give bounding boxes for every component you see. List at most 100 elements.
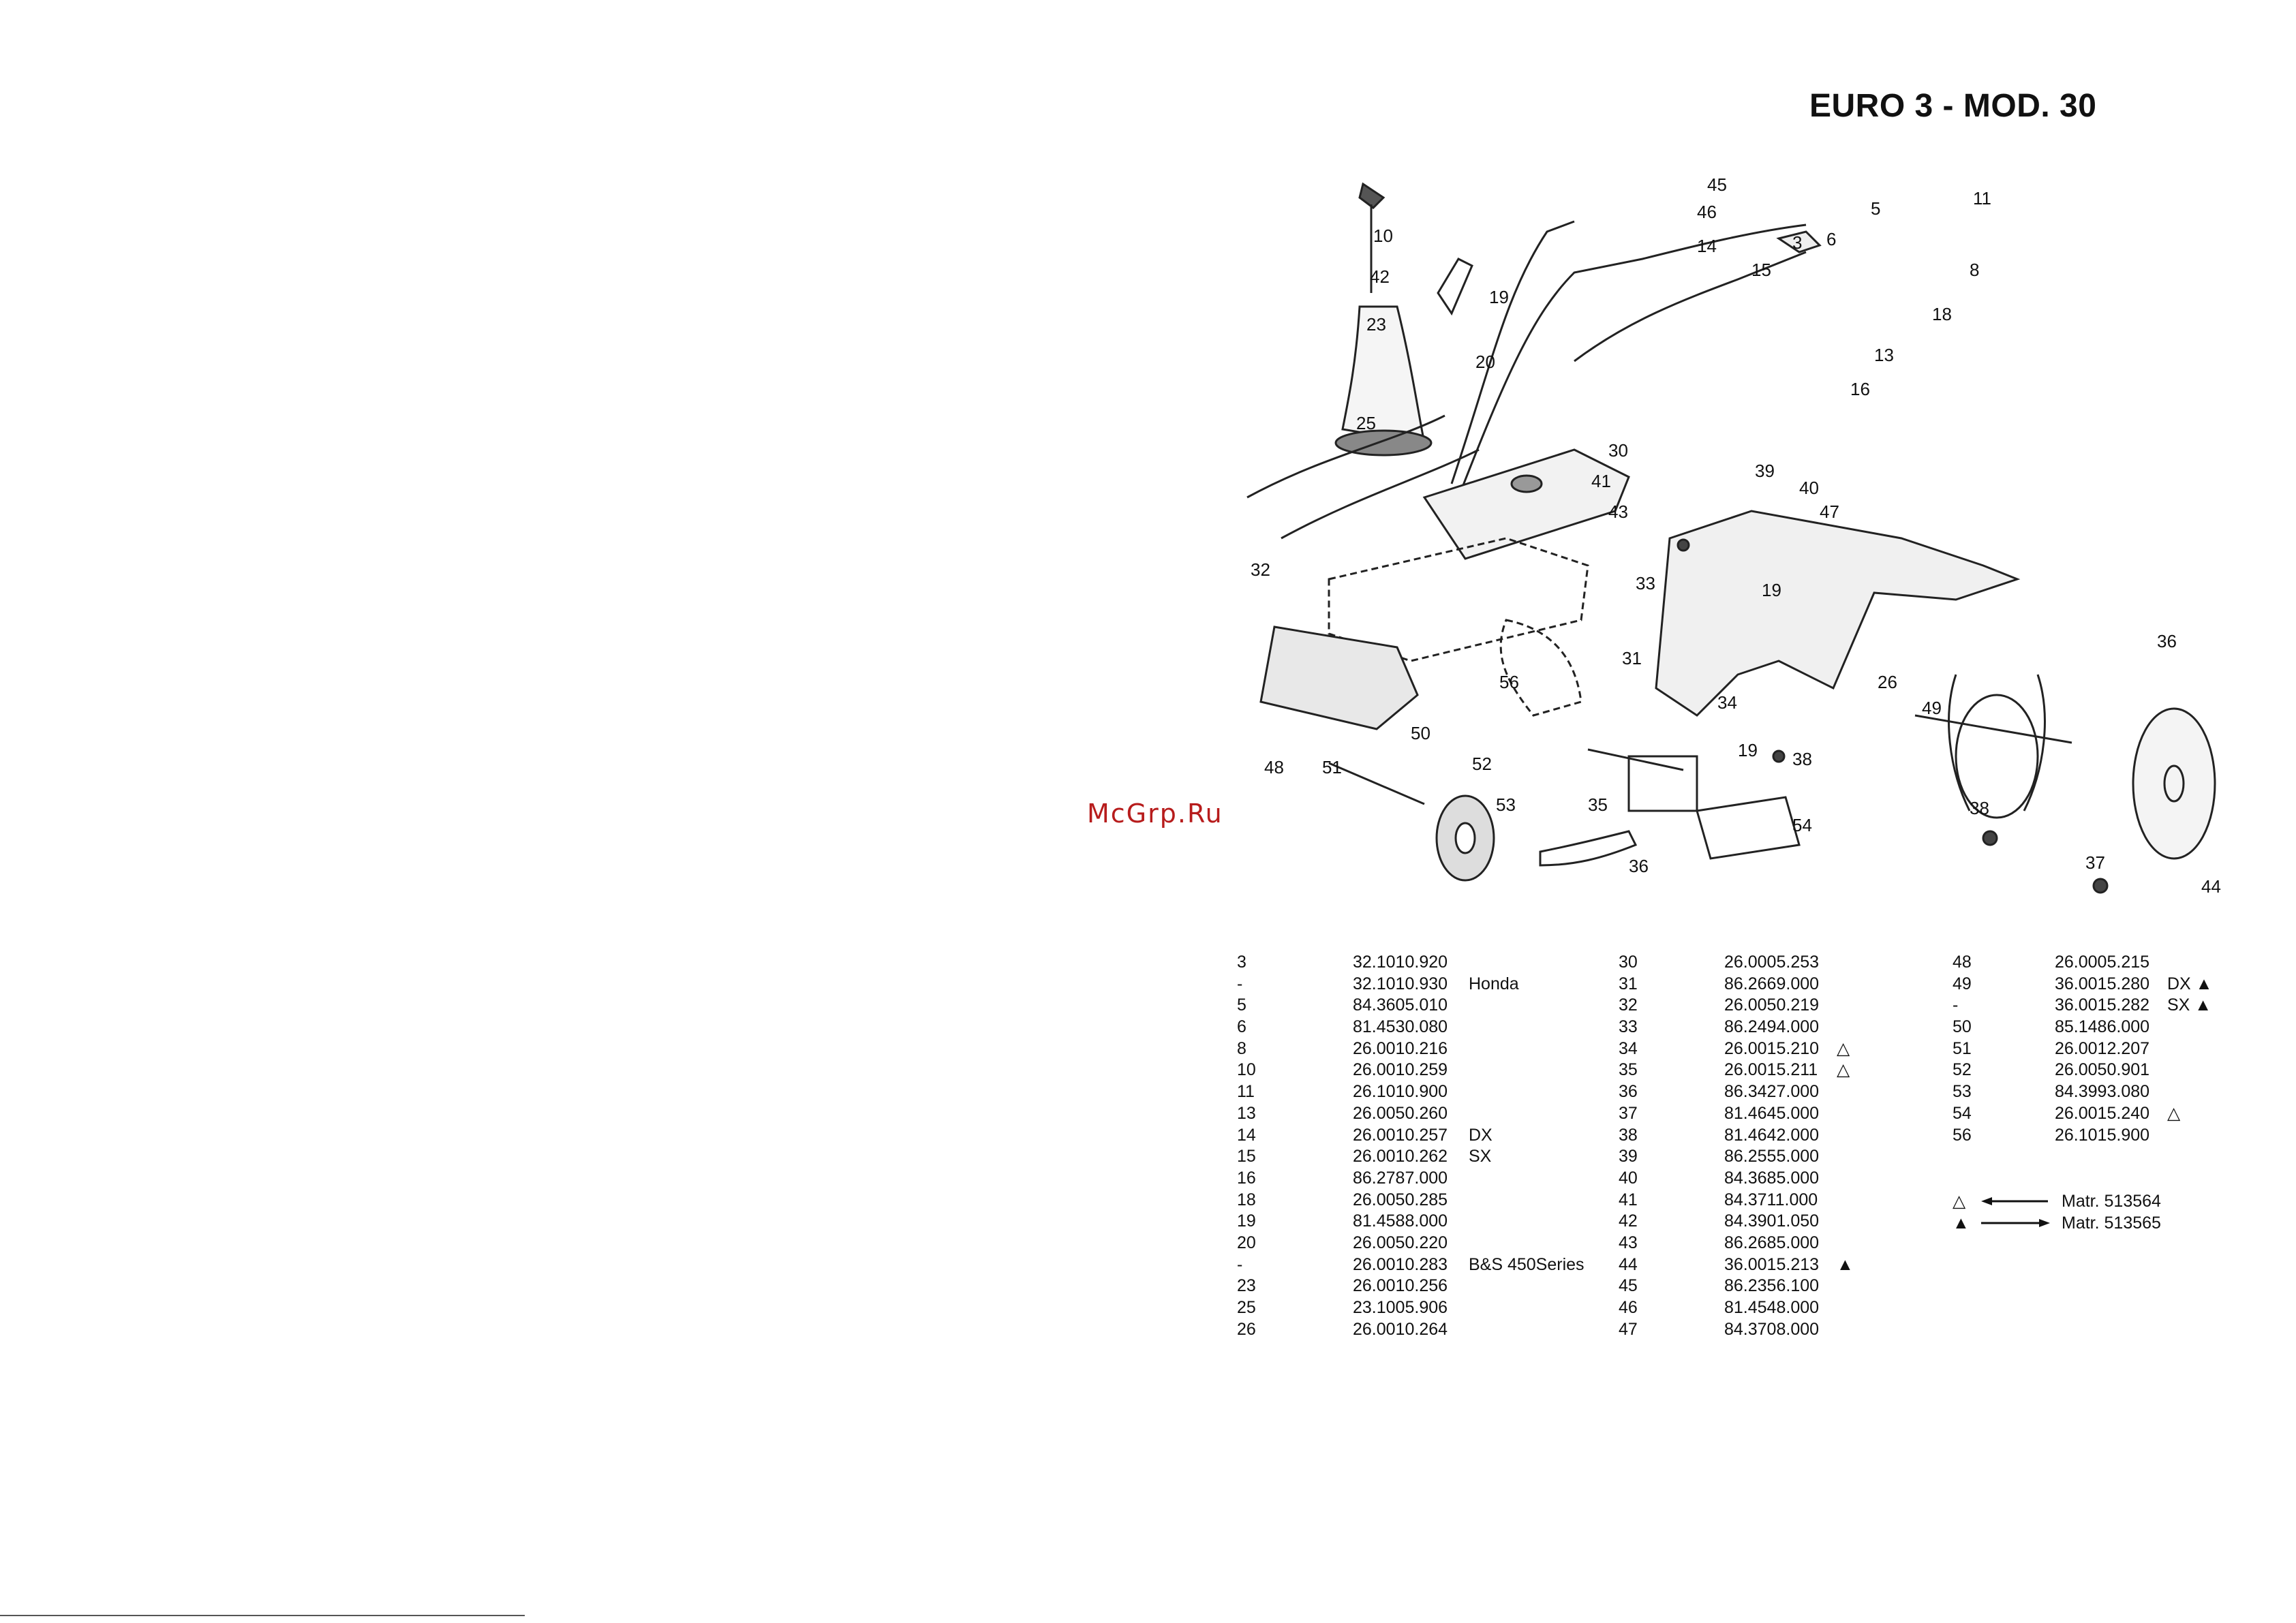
table-row: 47 84.3708.000 bbox=[1619, 1319, 1939, 1341]
part-code: 32.1010.920 bbox=[1353, 953, 1448, 972]
part-code: 84.3901.050 bbox=[1724, 1211, 1820, 1231]
divider bbox=[0, 1615, 525, 1616]
part-code: ▲ bbox=[1837, 1254, 1854, 1274]
callout: 38 bbox=[1970, 798, 1989, 818]
part-code: △ bbox=[1837, 1060, 1850, 1080]
table-row: 13 26.0050.260 bbox=[1237, 1103, 1619, 1125]
callout: 48 bbox=[1264, 757, 1284, 777]
part-number: 54 bbox=[1953, 1103, 1972, 1123]
callout: 18 bbox=[1932, 304, 1952, 324]
part-number: 20 bbox=[1237, 1233, 1256, 1252]
arrow-left-icon bbox=[1981, 1197, 2048, 1205]
part-code: 81.4645.000 bbox=[1724, 1103, 1820, 1123]
table-row: 35 26.0015.211 △ bbox=[1619, 1060, 1939, 1081]
part-number: 47 bbox=[1619, 1319, 1638, 1339]
part-code: 26.0015.211 bbox=[1724, 1060, 1818, 1080]
callout: 51 bbox=[1322, 757, 1342, 777]
page-title: EURO 3 - MOD. 30 bbox=[1809, 88, 2097, 124]
table-row: 23 26.0010.256 bbox=[1237, 1276, 1619, 1297]
callout: 33 bbox=[1636, 573, 1655, 593]
legend-row: △ Matr. 513564 bbox=[1953, 1190, 2239, 1212]
callout: 54 bbox=[1792, 815, 1812, 835]
part-number: 49 bbox=[1953, 974, 1972, 993]
part-code: 26.0050.901 bbox=[2055, 1060, 2150, 1080]
part-number: 44 bbox=[1619, 1254, 1638, 1274]
legend: △ Matr. 513564 ▲ Matr. 513565 bbox=[1953, 1190, 2239, 1238]
part-code: 26.0050.285 bbox=[1353, 1190, 1448, 1209]
part-number: 51 bbox=[1953, 1038, 1972, 1058]
callout: 46 bbox=[1697, 202, 1717, 222]
part-code: 86.2685.000 bbox=[1724, 1233, 1820, 1252]
callout: 11 bbox=[1973, 188, 1991, 208]
callout: 14 bbox=[1697, 236, 1717, 256]
part-code: SX bbox=[1469, 1147, 1492, 1166]
callout: 35 bbox=[1588, 794, 1608, 815]
callout: 32 bbox=[1251, 559, 1270, 580]
part-number: 53 bbox=[1953, 1082, 1972, 1102]
part-number: 23 bbox=[1237, 1276, 1256, 1296]
part-code: 36.0015.282 bbox=[2055, 995, 2150, 1015]
part-code: 26.0050.260 bbox=[1353, 1103, 1448, 1123]
part-code: 84.3605.010 bbox=[1353, 995, 1448, 1015]
part-code: 26.0010.257 bbox=[1353, 1125, 1448, 1145]
part-code: 26.0010.256 bbox=[1353, 1276, 1448, 1296]
part-number: 35 bbox=[1619, 1060, 1638, 1080]
exploded-diagram: 45 46 14 3 5 6 11 8 18 10 42 23 19 20 15… bbox=[1246, 174, 2221, 897]
part-code: 86.3427.000 bbox=[1724, 1082, 1820, 1102]
part-number: 14 bbox=[1237, 1125, 1256, 1145]
callout: 25 bbox=[1356, 413, 1376, 433]
part-code: △ bbox=[2167, 1103, 2181, 1123]
part-code: △ bbox=[1837, 1038, 1850, 1058]
part-number: - bbox=[1953, 995, 1959, 1015]
callout: 30 bbox=[1608, 440, 1628, 461]
callout: 8 bbox=[1970, 260, 1979, 280]
part-number: 13 bbox=[1237, 1103, 1256, 1123]
part-code: 26.0005.215 bbox=[2055, 953, 2150, 972]
callout: 39 bbox=[1755, 461, 1775, 481]
part-number: 31 bbox=[1619, 974, 1638, 993]
part-code: 86.2787.000 bbox=[1353, 1168, 1448, 1188]
watermark-text: McGrp.Ru bbox=[1087, 799, 1223, 829]
callout: 34 bbox=[1717, 692, 1737, 713]
filled-triangle-icon: ▲ bbox=[1953, 1214, 1970, 1233]
part-number: - bbox=[1237, 974, 1243, 993]
part-number: 30 bbox=[1619, 953, 1638, 972]
part-code: 86.2494.000 bbox=[1724, 1017, 1820, 1037]
callout: 23 bbox=[1366, 314, 1386, 335]
part-code: 86.2555.000 bbox=[1724, 1147, 1820, 1166]
part-number: - bbox=[1237, 1254, 1243, 1274]
part-code: 26.1015.900 bbox=[2055, 1125, 2150, 1145]
part-number: 40 bbox=[1619, 1168, 1638, 1188]
callout: 10 bbox=[1373, 226, 1393, 246]
part-code: 26.1010.900 bbox=[1353, 1082, 1448, 1102]
part-code: 84.3708.000 bbox=[1724, 1319, 1820, 1339]
part-code: 23.1005.906 bbox=[1353, 1298, 1448, 1317]
legend-label: Matr. 513565 bbox=[2062, 1214, 2161, 1233]
callout: 15 bbox=[1751, 260, 1771, 280]
part-code: 85.1486.000 bbox=[2055, 1017, 2150, 1037]
callout: 31 bbox=[1622, 648, 1642, 668]
callout: 43 bbox=[1608, 501, 1628, 522]
